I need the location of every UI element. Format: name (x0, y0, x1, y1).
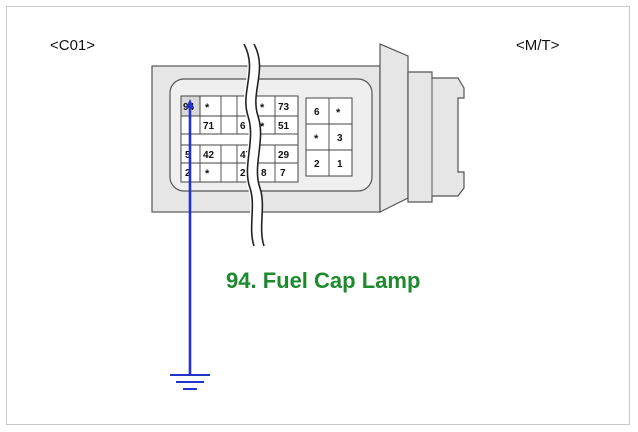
connector-latch (407, 71, 465, 203)
pin-label: * (205, 168, 210, 180)
pin-label: 2 (314, 159, 320, 170)
pin-label: * (205, 102, 210, 114)
wire-pin-94 (186, 99, 194, 374)
left-connector-label: <C01> (50, 37, 96, 54)
wire-arrow-icon (186, 99, 194, 108)
right-connector-label: <M/T> (516, 37, 560, 54)
pin-caption: 94. Fuel Cap Lamp (226, 268, 421, 293)
pin-label: 7 (280, 168, 286, 179)
pin-label: 1 (337, 159, 343, 170)
right-pin-block: 6 * * 3 2 1 (305, 97, 353, 177)
break-line-left (243, 43, 255, 247)
pin-label: 47 (240, 150, 252, 161)
connector-flange (379, 43, 409, 213)
pin-label: 3 (337, 133, 343, 144)
pin-label: 6 (240, 121, 246, 132)
pin-label: 6 (314, 107, 320, 118)
pin-label: 42 (203, 150, 215, 161)
pin-label: 2 (185, 168, 191, 179)
pin-label: 5 (185, 150, 191, 161)
pin-label: * (260, 102, 265, 114)
pin-label: * (314, 133, 319, 145)
break-lines (242, 41, 265, 248)
pin-label: 51 (278, 121, 290, 132)
ground-symbol-icon (170, 374, 210, 390)
break-line-right (253, 43, 265, 247)
pin-label: * (336, 107, 341, 119)
pin-label: 29 (278, 150, 290, 161)
left-pin-block: 94 * * 73 71 6 * 51 5 42 47 29 2 * 25 8 … (180, 95, 299, 183)
pin-label: * (260, 121, 265, 133)
pin-label: 73 (278, 102, 290, 113)
pin-label: 8 (261, 168, 267, 179)
pin-label: 71 (203, 121, 215, 132)
